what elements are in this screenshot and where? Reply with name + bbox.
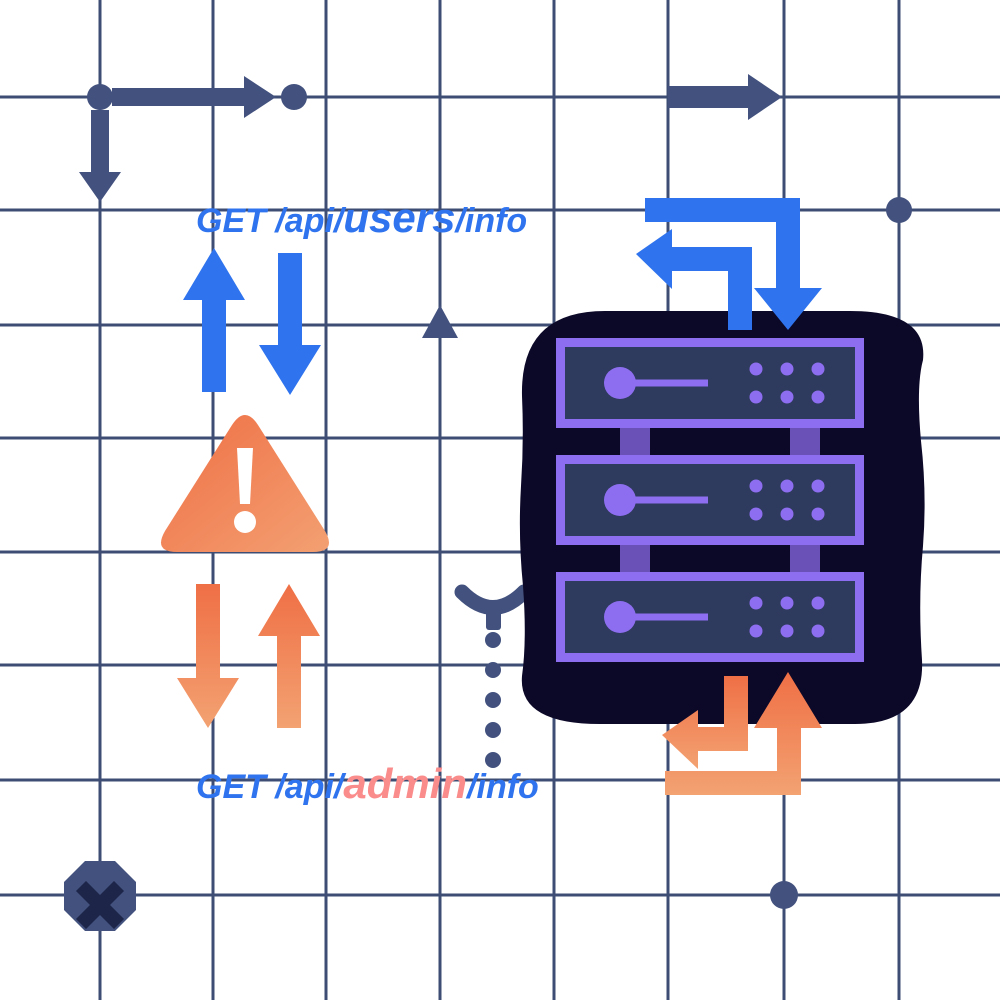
rack-unit-indicator-dot (811, 390, 825, 404)
dotted-connector (454, 584, 532, 768)
rack-unit-indicator-dot (811, 479, 825, 493)
rack-unit-indicator-dot (780, 624, 794, 638)
rack-unit-indicator-dot (749, 390, 763, 404)
arrow-origin-east (112, 76, 276, 118)
label-users-suffix: /info (453, 202, 527, 240)
rack-connector-bars (620, 428, 820, 575)
rack-unit-indicator-dot (749, 479, 763, 493)
rack-unit-indicator-dot (780, 362, 794, 376)
arrow-blue-elbow-out-left (636, 229, 752, 330)
arrow-top-right-east (668, 74, 782, 120)
connector-dot-0 (485, 632, 501, 648)
rack-unit-indicator-dot (811, 624, 825, 638)
node-upper-right (886, 197, 912, 223)
label-admin-request: GET /api/admin/info (196, 760, 539, 807)
rack-unit-status-knob (604, 367, 636, 399)
rack-unit-status-knob (604, 484, 636, 516)
rack-unit-indicator-dot (749, 596, 763, 610)
rack-unit-status-line (634, 379, 708, 387)
bracket-arc-icon (454, 584, 532, 630)
rack-unit-status-line (634, 613, 708, 621)
arrow-users-down (259, 253, 321, 395)
arrow-orange-into-rack-up (665, 672, 822, 795)
connector-dots (485, 632, 501, 768)
rack-unit-3 (556, 572, 864, 662)
label-admin-suffix: /info (465, 768, 539, 806)
node-origin (87, 84, 113, 110)
label-users-prefix: GET /api/ (196, 202, 347, 240)
rack-unit-indicator-dot (749, 362, 763, 376)
arrow-blue-elbow-into-rack (645, 198, 822, 330)
connector-dot-4 (485, 752, 501, 768)
rack-unit-status-knob (604, 601, 636, 633)
arrow-users-up (183, 248, 245, 392)
node-blocked-octagon (64, 861, 136, 931)
arrow-admin-up (258, 584, 320, 728)
rack-unit-indicator-dot (811, 596, 825, 610)
rack-connector-bar-2 (620, 545, 650, 575)
arrow-admin-down (177, 584, 239, 728)
node-marker-triangle (422, 305, 458, 338)
rack-connector-bar-3 (790, 545, 820, 575)
connector-dot-2 (485, 692, 501, 708)
label-users-resource: users (343, 194, 455, 241)
rack-unit-indicator-dot (749, 507, 763, 521)
rack-unit-indicator-dot (780, 507, 794, 521)
arrow-orange-elbow-out-left (662, 676, 748, 769)
rack-connector-bar-1 (790, 428, 820, 458)
rack-units (556, 338, 864, 662)
rack-connector-bar-0 (620, 428, 650, 458)
rack-unit-indicator-dot (749, 624, 763, 638)
node-hop-one (281, 84, 307, 110)
rack-unit-indicator-dot (780, 479, 794, 493)
rack-unit-indicator-dot (780, 390, 794, 404)
rack-unit-status-line (634, 496, 708, 504)
label-admin-prefix: GET /api/ (196, 768, 347, 806)
label-users-request: GET /api/users/info (196, 194, 527, 241)
connector-dot-3 (485, 722, 501, 738)
label-admin-resource: admin (343, 760, 467, 807)
node-lower-right (770, 881, 798, 909)
rack-unit-2 (556, 455, 864, 545)
connector-dot-1 (485, 662, 501, 678)
rack-unit-indicator-dot (811, 362, 825, 376)
rack-unit-1 (556, 338, 864, 428)
arrow-origin-south (79, 110, 121, 202)
server-rack (519, 311, 925, 724)
warning-triangle (161, 415, 329, 552)
rack-unit-indicator-dot (811, 507, 825, 521)
rack-unit-indicator-dot (780, 596, 794, 610)
